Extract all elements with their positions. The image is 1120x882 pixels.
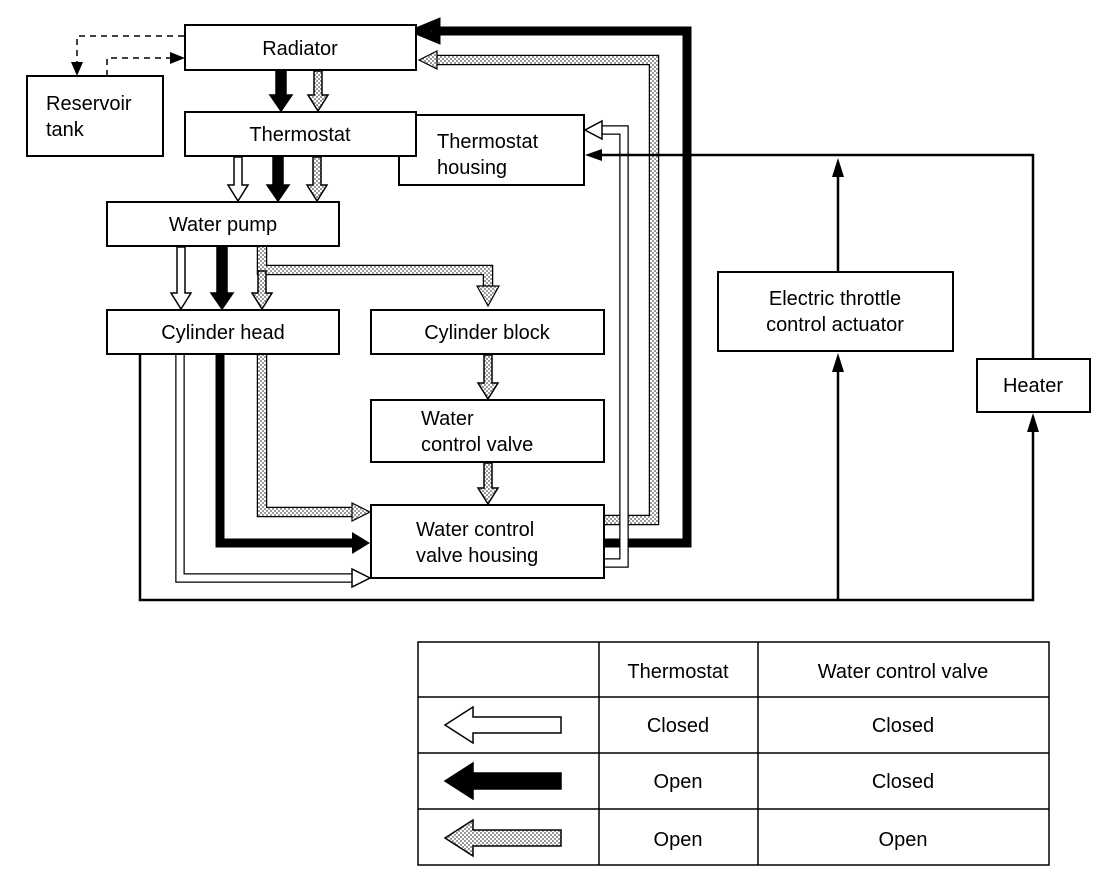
- thermostat-housing-label-line2: housing: [437, 157, 507, 179]
- actuator-outlet-arrowhead: [832, 158, 844, 177]
- legend-row2-valve: Closed: [872, 771, 934, 793]
- legend-row1-thermostat: Closed: [647, 715, 709, 737]
- component-thermostat-housing: Thermostat housing: [398, 114, 585, 186]
- solid-return-path: [407, 17, 692, 548]
- component-water-pump: Water pump: [106, 201, 340, 247]
- valve-housing-label-line1: Water control: [416, 519, 534, 541]
- legend-table: Thermostat Water control valve Closed Cl…: [417, 641, 1050, 866]
- cylinder-head-label: Cylinder head: [161, 322, 284, 344]
- component-electric-throttle-control-actuator: Electric throttle control actuator: [717, 271, 954, 352]
- reservoir-dashed-arrowhead-2: [170, 52, 185, 64]
- actuator-label-line2: control actuator: [766, 314, 904, 336]
- heater-outlet-line: [600, 153, 1035, 385]
- hollow-return-arrowhead: [583, 119, 603, 141]
- component-cylinder-head: Cylinder head: [106, 309, 340, 355]
- legend-row1-valve: Closed: [872, 715, 934, 737]
- component-radiator: Radiator: [184, 24, 417, 71]
- thermostat-housing-label-line1: Thermostat: [437, 131, 539, 153]
- bottom-return-line: [138, 354, 1035, 602]
- hatched-return-path: [436, 56, 658, 524]
- cylinder-block-label: Cylinder block: [424, 322, 551, 344]
- head-hatched-path: [258, 354, 352, 516]
- valve-to-housing-hatched-arrow: [476, 462, 500, 506]
- reservoir-dashed-arrowhead-1: [71, 62, 83, 76]
- radiator-to-thermostat-solid-arrow: [268, 70, 294, 113]
- component-cylinder-block: Cylinder block: [370, 309, 605, 355]
- reservoir-label-line2: tank: [46, 119, 85, 141]
- coolant-flow-paths: [71, 17, 1039, 602]
- actuator-inlet-arrowhead: [832, 353, 844, 372]
- heater-inlet-arrowhead: [1027, 413, 1039, 432]
- pump-to-head-solid-arrow: [209, 246, 235, 311]
- housing-solid-arrowhead: [352, 532, 370, 554]
- heater-label: Heater: [1003, 375, 1063, 397]
- thermostat-to-pump-solid-arrow: [265, 156, 291, 203]
- valve-housing-label-line2: valve housing: [416, 545, 538, 567]
- actuator-label-line1: Electric throttle: [769, 288, 901, 310]
- pump-to-head-hollow-arrow: [169, 246, 193, 311]
- legend-hollow-arrow-icon: [443, 705, 562, 745]
- component-water-control-valve: Water control valve: [370, 399, 605, 463]
- housing-hatched-arrowhead: [351, 502, 372, 522]
- component-water-control-valve-housing: Water control valve housing: [370, 504, 605, 579]
- thermostat-label: Thermostat: [249, 124, 351, 146]
- radiator-to-thermostat-hatched-arrow: [306, 70, 330, 113]
- reservoir-out-dashed: [76, 35, 184, 66]
- block-to-valve-hatched-arrow: [476, 354, 500, 401]
- hollow-return-path: [600, 126, 628, 567]
- reservoir-in-dashed: [106, 57, 172, 76]
- pump-to-block-path: [258, 246, 492, 288]
- hatched-return-arrowhead: [417, 50, 438, 70]
- component-heater: Heater: [976, 358, 1091, 413]
- legend-header-water-control-valve: Water control valve: [818, 661, 988, 683]
- water-pump-label: Water pump: [169, 214, 277, 236]
- thermostat-to-pump-hollow-arrow: [226, 156, 250, 203]
- thermostat-to-pump-hatched-arrow: [305, 156, 329, 203]
- pump-to-head-hatched-arrow: [250, 270, 274, 311]
- component-thermostat: Thermostat: [184, 111, 417, 157]
- legend-row3-thermostat: Open: [654, 829, 703, 851]
- legend-solid-arrow-icon: [443, 761, 562, 801]
- legend-row2-thermostat: Open: [654, 771, 703, 793]
- housing-hollow-arrowhead: [351, 567, 372, 589]
- water-control-valve-label-line1: Water: [421, 408, 474, 430]
- thermostat-housing-inlet-arrowhead: [585, 149, 602, 161]
- legend-hatched-arrow-icon: [443, 818, 562, 858]
- head-hatched-path-outline: [256, 354, 352, 518]
- legend-row3-valve: Open: [879, 829, 928, 851]
- legend-header-thermostat: Thermostat: [627, 661, 729, 683]
- water-control-valve-label-line2: control valve: [421, 434, 533, 456]
- short-flow-arrows: [169, 70, 500, 506]
- block-inlet-arrowhead: [475, 285, 501, 308]
- head-solid-path: [215, 354, 352, 548]
- reservoir-label-line1: Reservoir: [46, 93, 132, 115]
- radiator-label: Radiator: [262, 38, 338, 60]
- component-reservoir-tank: Reservoir tank: [26, 75, 164, 157]
- head-hollow-path: [176, 354, 352, 582]
